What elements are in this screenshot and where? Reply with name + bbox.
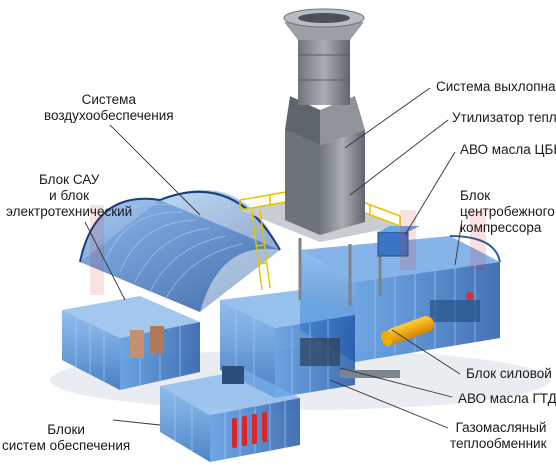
label-air-supply: Система воздухообеспечения <box>44 92 174 123</box>
label-heat-recovery: Утилизатор тепла <box>452 110 556 125</box>
label-power-block: Блок силовой <box>466 366 552 381</box>
label-compressor-block: Блок центробежного компрессора <box>460 188 555 235</box>
label-avo-gtd: АВО масла ГТД <box>458 391 556 406</box>
label-sau-block: Блок САУ и блок электротехнический <box>6 172 133 219</box>
avo-cbk-unit <box>377 226 420 257</box>
exhaust-stack <box>239 8 401 306</box>
leader-lines <box>84 87 463 429</box>
label-exhaust: Система выхлопная <box>436 79 556 94</box>
label-avo-cbk: АВО масла ЦБК <box>460 142 556 157</box>
label-support-blocks: Блоки систем обеспечения <box>2 422 131 453</box>
label-gas-oil-exchanger: Газомасляный теплообменник <box>450 420 547 451</box>
watermark-shapes <box>90 205 486 295</box>
sau-electrical-block <box>62 296 200 390</box>
support-blocks <box>160 366 300 462</box>
